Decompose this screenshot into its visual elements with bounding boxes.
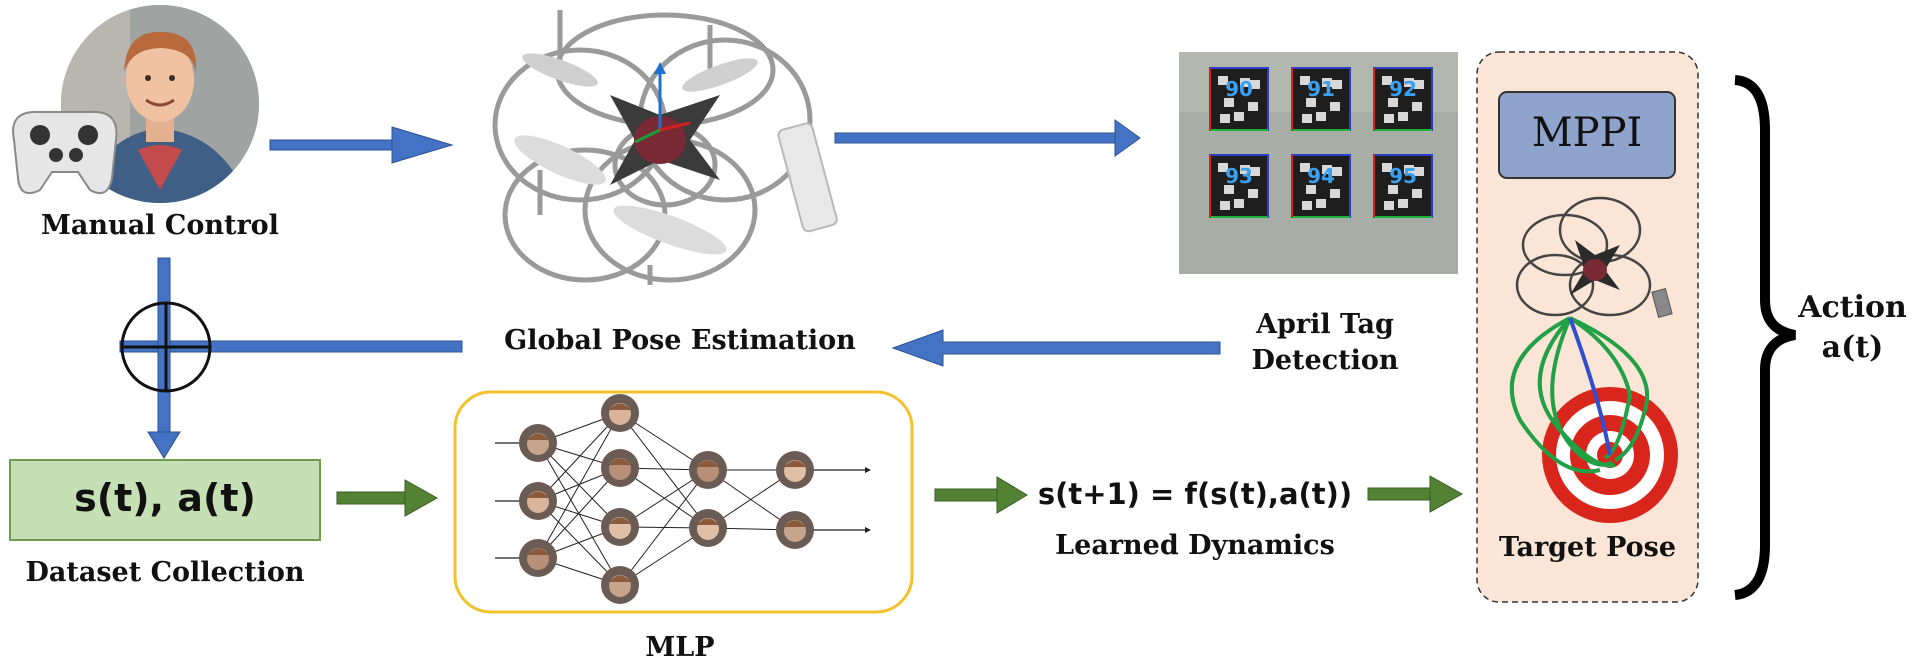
arrow-manual-to-dataset (147, 257, 181, 459)
action-label-line2: a(t) (1821, 330, 1884, 365)
arrow-apriltag-to-globalpose (891, 329, 1221, 367)
mlp-label: MLP (645, 632, 715, 663)
mlp-node (519, 482, 557, 520)
arrow-globalpose-to-sum (119, 340, 463, 353)
apriltag-number: 92 (1389, 77, 1417, 101)
apriltag-number: 93 (1225, 164, 1253, 188)
arrow-dataset-to-mlp (336, 479, 439, 517)
apriltag-95: 95 (1373, 154, 1433, 218)
arrow-manual-to-drone (269, 126, 454, 164)
apriltag-number: 91 (1307, 77, 1335, 101)
global-pose-label: Global Pose Estimation (504, 325, 856, 356)
mppi-label: MPPI (1531, 110, 1643, 156)
action-label: Action a(t) (1790, 288, 1915, 368)
mlp-node (776, 511, 814, 549)
equation-label: s(t+1) = f(s(t),a(t)) (1037, 477, 1353, 511)
mlp-node (601, 449, 639, 487)
apriltag-number: 90 (1225, 77, 1253, 101)
sampled-trajectories (1509, 316, 1650, 474)
arrow-mlp-to-equation (934, 476, 1028, 514)
mlp-node (601, 566, 639, 604)
arrow-drone-to-apriltag (834, 119, 1141, 157)
small-drone-image (1515, 196, 1673, 318)
mlp-node (689, 451, 727, 489)
mlp-node (519, 424, 557, 462)
manual-control-label: Manual Control (41, 210, 279, 241)
apriltag-label-line1: April Tag (1256, 309, 1394, 340)
mppi-box (1498, 91, 1676, 179)
dataset-box (9, 459, 321, 541)
apriltag-detection-label: April Tag Detection (1210, 307, 1440, 379)
apriltag-number: 94 (1307, 164, 1335, 188)
mlp-node (689, 509, 727, 547)
target-pose-label: Target Pose (1498, 532, 1677, 563)
summing-junction (120, 301, 212, 393)
action-label-line1: Action (1798, 290, 1907, 325)
mlp-network (495, 394, 871, 604)
apriltag-91: 91 (1291, 67, 1351, 131)
mlp-node (601, 508, 639, 546)
drone-body (514, 53, 838, 255)
mlp-node (601, 394, 639, 432)
apriltag-93: 93 (1209, 154, 1269, 218)
learned-dynamics-label: Learned Dynamics (1055, 530, 1335, 561)
mlp-node (776, 451, 814, 489)
apriltag-label-line2: Detection (1251, 345, 1399, 376)
gamepad-icon (12, 110, 118, 194)
apriltag-92: 92 (1373, 67, 1433, 131)
apriltag-number: 95 (1389, 164, 1417, 188)
arrow-equation-to-mppi (1367, 475, 1464, 513)
dataset-box-label: s(t), a(t) (74, 476, 256, 520)
apriltag-grid: 90 91 92 93 94 95 (1209, 67, 1433, 218)
apriltag-90: 90 (1209, 67, 1269, 131)
mlp-node (519, 539, 557, 577)
action-brace (1734, 75, 1797, 600)
apriltag-94: 94 (1291, 154, 1351, 218)
optimal-trajectory (1568, 317, 1612, 456)
dataset-collection-label: Dataset Collection (25, 557, 305, 588)
